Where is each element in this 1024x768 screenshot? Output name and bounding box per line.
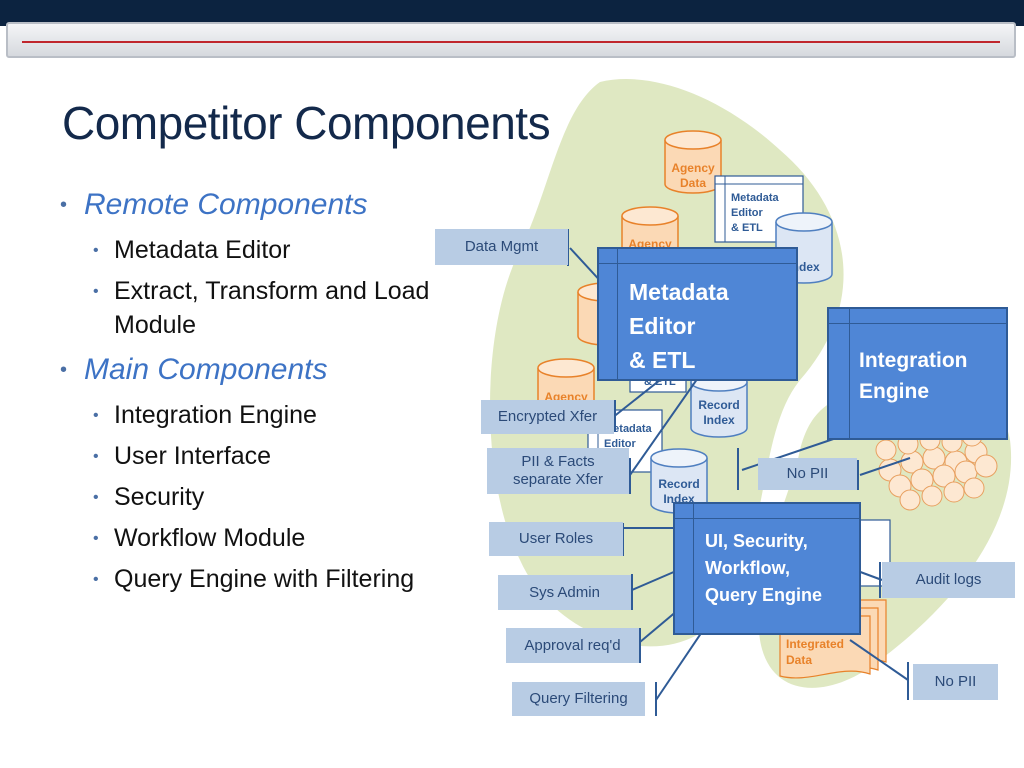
box-line-etl: & ETL xyxy=(629,347,696,373)
integration-engine-box: Integration Engine xyxy=(827,307,1008,440)
box-line-engine: Engine xyxy=(859,380,930,403)
label-query-filtering: Query Filtering xyxy=(512,682,645,716)
integration-engine-text: Integration Engine xyxy=(859,345,968,407)
record-label: Record xyxy=(658,477,699,491)
label-sys-admin: Sys Admin xyxy=(498,575,631,610)
record-index-cylinder-1: Index xyxy=(775,212,833,284)
box-header-strip xyxy=(829,309,1006,324)
header-red-rule xyxy=(22,41,1000,43)
bullet-text: Integration Engine xyxy=(114,401,317,429)
label-audit-logs: Audit logs xyxy=(882,562,1015,598)
pii-facts-line-1: PII & Facts xyxy=(521,453,595,470)
data-label: Data xyxy=(786,653,812,667)
box-line-ui-security: UI, Security, xyxy=(705,531,808,551)
box-line-metadata: Metadata xyxy=(629,279,729,305)
metadata-editor-etl-text: Metadata Editor & ETL xyxy=(629,275,729,377)
box-side-strip xyxy=(693,504,694,633)
record-label: Record xyxy=(698,398,739,412)
box-line-editor: Editor xyxy=(629,313,696,339)
label-data-mgmt: Data Mgmt xyxy=(435,229,568,265)
top-banner xyxy=(0,0,1024,26)
slide-title: Competitor Components xyxy=(62,97,551,149)
metadata-label: Metadata xyxy=(731,192,780,204)
box-line-integration: Integration xyxy=(859,349,968,372)
integrated-label: Integrated xyxy=(786,637,844,651)
etl-label: & ETL xyxy=(731,222,763,234)
pii-facts-line-2: separate Xfer xyxy=(512,471,604,488)
box-line-workflow: Workflow, xyxy=(705,558,790,578)
ui-security-text: UI, Security, Workflow, Query Engine xyxy=(705,528,822,609)
bullet-dot: • xyxy=(93,407,99,424)
editor-label: Editor xyxy=(731,207,763,219)
box-header-strip xyxy=(675,504,859,519)
label-user-roles: User Roles xyxy=(489,522,623,556)
label-no-pii-1: No PII xyxy=(758,458,857,490)
bullet-text: Query Engine with Filtering xyxy=(114,565,415,593)
box-side-strip xyxy=(849,309,850,438)
bullet-text: Metadata Editor xyxy=(114,236,291,264)
index-label: Index xyxy=(703,413,735,427)
label-encrypted-xfer: Encrypted Xfer xyxy=(481,400,614,434)
label-no-pii-2: No PII xyxy=(913,664,998,700)
agency-data-cylinder-1: Agency Data xyxy=(664,130,722,194)
bullet-text: User Interface xyxy=(114,442,272,470)
metadata-editor-etl-box: Metadata Editor & ETL xyxy=(597,247,798,381)
box-side-strip xyxy=(617,249,618,379)
bullet-dot: • xyxy=(93,283,99,300)
bullet-dot: • xyxy=(93,448,99,465)
bullet-text: Workflow Module xyxy=(114,524,306,552)
bullet-text: Extract, Transform and Load xyxy=(114,277,430,305)
bullet-dot: • xyxy=(93,489,99,506)
bullet-text: Module xyxy=(114,311,196,339)
agency-label: Agency xyxy=(671,161,715,175)
editor-label: Editor xyxy=(604,438,636,450)
label-pii-facts: PII & Facts separate Xfer xyxy=(487,448,629,494)
bullet-text: Remote Components xyxy=(84,188,368,221)
bullet-dot: • xyxy=(60,194,68,216)
header-frame xyxy=(6,22,1016,58)
metadata-label: Metadata xyxy=(604,423,653,435)
bullet-text: Security xyxy=(114,483,205,511)
bullet-dot: • xyxy=(60,359,68,381)
data-label: Data xyxy=(680,176,706,190)
bullet-dot: • xyxy=(93,571,99,588)
box-header-strip xyxy=(599,249,796,264)
record-index-cylinder-2: Record Index xyxy=(690,372,748,438)
label-approval-reqd: Approval req'd xyxy=(506,628,639,663)
bullet-text: Main Components xyxy=(84,353,328,386)
bullet-dot: • xyxy=(93,242,99,259)
box-line-query-engine: Query Engine xyxy=(705,585,823,605)
bullet-dot: • xyxy=(93,530,99,547)
ui-security-box: UI, Security, Workflow, Query Engine xyxy=(673,502,861,635)
